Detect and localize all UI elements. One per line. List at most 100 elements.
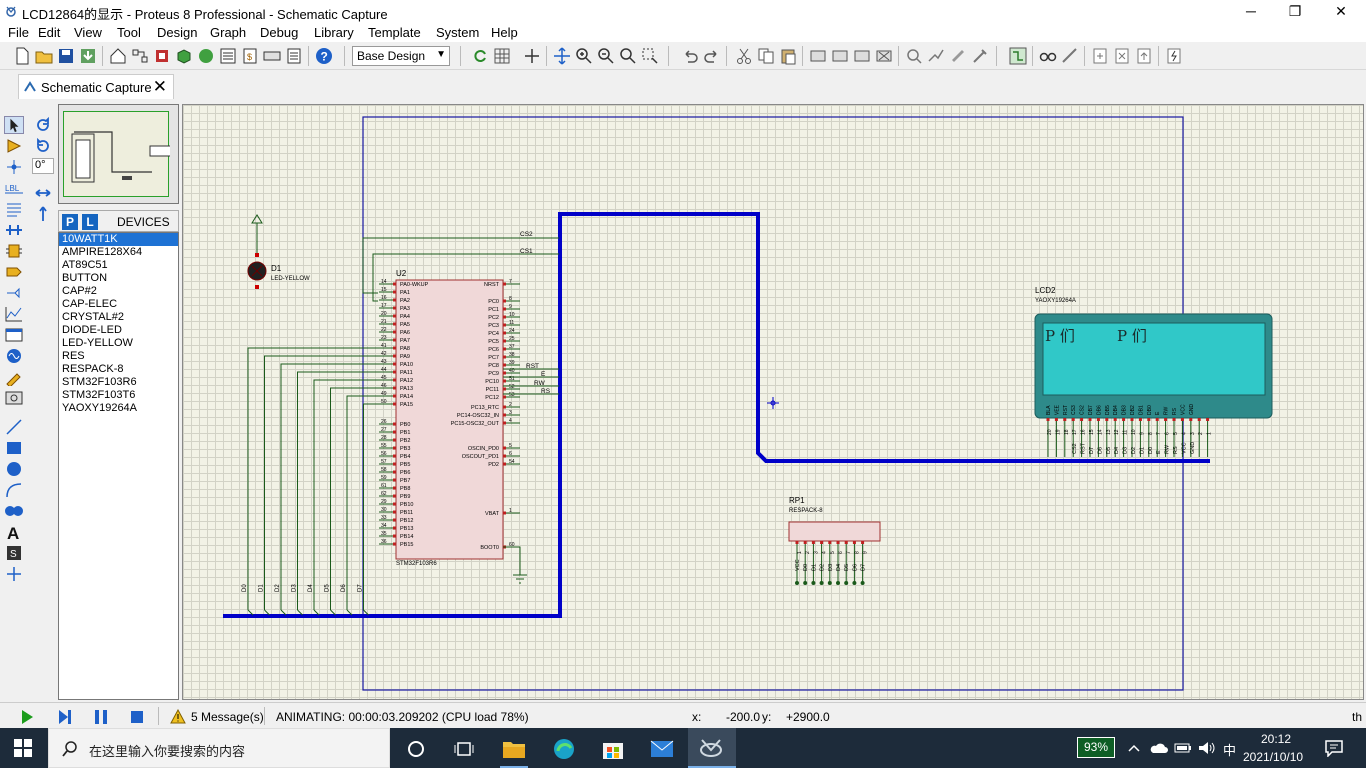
electrical-rule-check-icon[interactable]	[1164, 46, 1184, 66]
source-code-icon[interactable]	[262, 46, 282, 66]
device-item[interactable]: AT89C51	[62, 259, 108, 271]
edge-browser-icon[interactable]	[552, 737, 576, 761]
copy-icon[interactable]	[756, 46, 776, 66]
proteus-taskbar-icon[interactable]	[698, 737, 724, 759]
device-pins-icon[interactable]	[4, 284, 24, 302]
device-item[interactable]: RESPACK-8	[62, 363, 124, 375]
zoom-in-icon[interactable]	[574, 46, 594, 66]
redo-icon[interactable]	[702, 46, 722, 66]
new-sheet-icon[interactable]	[1090, 46, 1110, 66]
close-tab-icon[interactable]: ✕	[152, 77, 167, 96]
onedrive-cloud-icon[interactable]	[1149, 740, 1169, 756]
menu-edit[interactable]: Edit	[38, 25, 61, 40]
import-icon[interactable]	[78, 46, 98, 66]
messages-count[interactable]: 5 Message(s)	[191, 710, 264, 724]
ime-indicator[interactable]: 中	[1223, 743, 1237, 758]
schematic-icon[interactable]	[130, 46, 150, 66]
device-item[interactable]: CRYSTAL#2	[62, 311, 124, 323]
wire-label-icon[interactable]: LBL	[4, 179, 24, 197]
zoom-out-icon[interactable]	[596, 46, 616, 66]
windows-start-icon[interactable]	[14, 739, 32, 757]
2d-circle-icon[interactable]	[4, 460, 24, 478]
device-item[interactable]: DIODE-LED	[62, 324, 122, 336]
close-window-button[interactable]: ✕	[1335, 3, 1347, 19]
home-icon[interactable]	[108, 46, 128, 66]
exit-parent-icon[interactable]	[1134, 46, 1154, 66]
pick-device-icon[interactable]	[904, 46, 924, 66]
zoom-area-icon[interactable]	[640, 46, 660, 66]
subcircuit-icon[interactable]	[4, 242, 24, 260]
file-explorer-icon[interactable]	[502, 738, 526, 760]
device-item[interactable]: STM32F103T6	[62, 389, 136, 401]
mirror-horizontal-icon[interactable]	[34, 184, 52, 202]
rotation-angle-field[interactable]: 0°	[32, 158, 54, 174]
stop-icon[interactable]	[128, 708, 146, 726]
device-item[interactable]: YAOXY19264A	[62, 402, 138, 414]
open-folder-icon[interactable]	[34, 46, 54, 66]
microsoft-store-icon[interactable]	[601, 737, 625, 761]
design-explorer-icon[interactable]	[218, 46, 238, 66]
junction-dot-icon[interactable]	[4, 158, 24, 176]
cut-icon[interactable]	[734, 46, 754, 66]
taskbar-search[interactable]: 在这里输入你要搜索的内容	[48, 728, 390, 768]
rotate-clockwise-icon[interactable]	[34, 116, 52, 134]
step-icon[interactable]	[56, 708, 74, 726]
device-item[interactable]: RES	[62, 350, 85, 362]
bill-of-materials-icon[interactable]: $	[240, 46, 260, 66]
2d-markers-icon[interactable]	[4, 565, 24, 583]
active-popup-icon[interactable]	[4, 326, 24, 344]
2d-path-icon[interactable]	[4, 502, 24, 520]
gerber-icon[interactable]	[196, 46, 216, 66]
menu-file[interactable]: File	[8, 25, 29, 40]
cortana-icon[interactable]	[406, 739, 426, 759]
block-copy-icon[interactable]	[808, 46, 828, 66]
new-file-icon[interactable]	[12, 46, 32, 66]
clock-time[interactable]: 20:12	[1261, 732, 1292, 746]
library-manager-button[interactable]: L	[82, 214, 98, 230]
menu-system[interactable]: System	[436, 25, 480, 40]
pause-icon[interactable]	[92, 708, 110, 726]
save-icon[interactable]	[56, 46, 76, 66]
rotate-counterclockwise-icon[interactable]	[34, 137, 52, 155]
probe-mode-icon[interactable]	[4, 368, 24, 386]
remove-sheet-icon[interactable]	[1112, 46, 1132, 66]
menu-template[interactable]: Template	[368, 25, 421, 40]
block-delete-icon[interactable]	[874, 46, 894, 66]
menu-view[interactable]: View	[74, 25, 102, 40]
property-assignment-icon[interactable]	[1060, 46, 1080, 66]
zoom-all-icon[interactable]	[618, 46, 638, 66]
wire-autorouter-icon[interactable]	[1008, 46, 1028, 66]
block-move-icon[interactable]	[830, 46, 850, 66]
device-item[interactable]: CAP#2	[62, 285, 97, 297]
2d-box-icon[interactable]	[4, 439, 24, 457]
selection-mode-icon[interactable]	[4, 116, 24, 134]
graph-mode-icon[interactable]	[4, 305, 24, 323]
device-item[interactable]: 10WATT1K	[59, 233, 178, 246]
undo-icon[interactable]	[680, 46, 700, 66]
task-view-icon[interactable]	[454, 739, 474, 759]
menu-tool[interactable]: Tool	[117, 25, 141, 40]
design-variant-select[interactable]: Base Design ▼	[352, 46, 450, 66]
restore-button[interactable]: ❐	[1288, 3, 1302, 19]
search-tag-icon[interactable]	[1038, 46, 1058, 66]
origin-icon[interactable]	[522, 46, 542, 66]
minimize-button[interactable]: ─	[1246, 3, 1256, 19]
chevron-up-icon[interactable]	[1127, 742, 1141, 754]
generator-mode-icon[interactable]	[4, 347, 24, 365]
menu-library[interactable]: Library	[314, 25, 354, 40]
device-item[interactable]: CAP-ELEC	[62, 298, 118, 310]
3d-viewer-icon[interactable]	[174, 46, 194, 66]
battery-icon[interactable]	[1174, 741, 1192, 755]
clock-date[interactable]: 2021/10/10	[1243, 750, 1304, 764]
pcb-layout-icon[interactable]	[152, 46, 172, 66]
decompose-icon[interactable]	[970, 46, 990, 66]
2d-symbol-icon[interactable]: S	[4, 544, 24, 562]
paste-icon[interactable]	[778, 46, 798, 66]
mail-icon[interactable]	[650, 739, 674, 759]
mirror-vertical-icon[interactable]	[34, 205, 52, 223]
device-item[interactable]: LED-YELLOW	[62, 337, 133, 349]
2d-text-icon[interactable]: A	[4, 523, 24, 541]
make-device-icon[interactable]	[926, 46, 946, 66]
device-item[interactable]: STM32F103R6	[62, 376, 137, 388]
